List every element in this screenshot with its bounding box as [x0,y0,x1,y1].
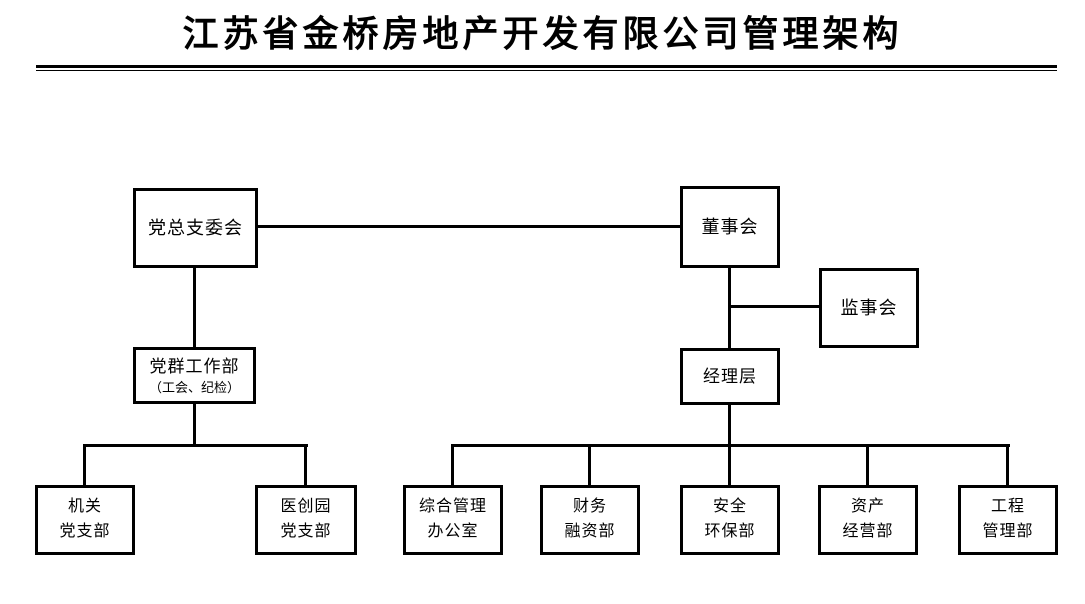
connector-rail-generaloffice [451,444,454,486]
title-double-rule [36,65,1057,71]
node-safety-environment-dept: 安全 环保部 [680,485,780,555]
connector-rail-finance [588,444,591,486]
node-label-line1: 财务 [572,498,607,516]
node-label-line2: 管理部 [982,523,1034,540]
connector-left-rail [83,444,308,447]
connector-partycommittee-partymassdept [193,266,196,348]
node-party-mass-work-dept: 党群工作部 （工会、纪检） [133,347,256,404]
node-label-line1: 安全 [712,498,747,516]
node-label-line1: 医创园 [280,498,332,516]
connector-board-supervisors [729,305,820,308]
node-label-line1: 综合管理 [418,498,487,516]
node-finance-financing-dept: 财务 融资部 [540,485,640,555]
node-label: 监事会 [840,297,898,318]
node-board-of-directors: 董事会 [680,186,780,268]
connector-managers-rail [728,404,731,447]
connector-partymassdept-rail [193,403,196,447]
node-general-management-office: 综合管理 办公室 [403,485,503,555]
node-medical-park-party-branch: 医创园 党支部 [255,485,357,555]
node-party-general-branch-committee: 党总支委会 [133,188,258,268]
node-management-team: 经理层 [680,348,780,405]
connector-rail-medicalparkbranch [304,444,307,486]
connector-partycommittee-board [257,225,681,228]
connector-rail-engineering [1006,444,1009,486]
node-engineering-management-dept: 工程 管理部 [958,485,1058,555]
node-label: 党群工作部 [149,356,240,376]
connector-rail-safety [728,444,731,486]
node-label: 经理层 [703,366,757,386]
node-label-line2: 党支部 [59,523,111,540]
node-label-line2: 融资部 [564,523,616,540]
page-title: 江苏省金桥房地产开发有限公司管理架构 [182,14,903,54]
node-label-line1: 机关 [67,498,102,516]
connector-rail-assets [866,444,869,486]
node-organ-party-branch: 机关 党支部 [35,485,135,555]
node-label-line2: 经营部 [842,523,894,540]
node-label-line2: 党支部 [280,523,332,540]
node-label-line1: 资产 [850,498,885,516]
node-supervisory-board: 监事会 [819,268,919,348]
node-label-line2: 环保部 [704,523,756,540]
node-sublabel: （工会、纪检） [148,380,240,396]
connector-rail-organbranch [83,444,86,486]
node-asset-operation-dept: 资产 经营部 [818,485,918,555]
node-label-line1: 工程 [990,498,1025,516]
node-label: 党总支委会 [148,217,243,238]
node-label: 董事会 [701,216,759,237]
node-label-line2: 办公室 [427,523,479,540]
